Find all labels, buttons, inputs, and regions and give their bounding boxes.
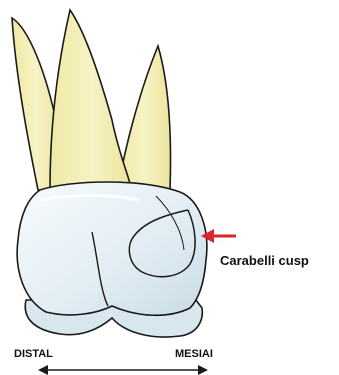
crown	[17, 182, 207, 337]
distal-label: DISTAL	[14, 348, 53, 360]
carabelli-cusp-label: Carabelli cusp	[220, 253, 309, 268]
roots	[12, 10, 171, 190]
distal-mesial-arrow	[38, 365, 208, 375]
mesial-label: MESIAI	[175, 348, 213, 360]
crown-body	[17, 182, 207, 315]
root-middle	[50, 10, 132, 190]
